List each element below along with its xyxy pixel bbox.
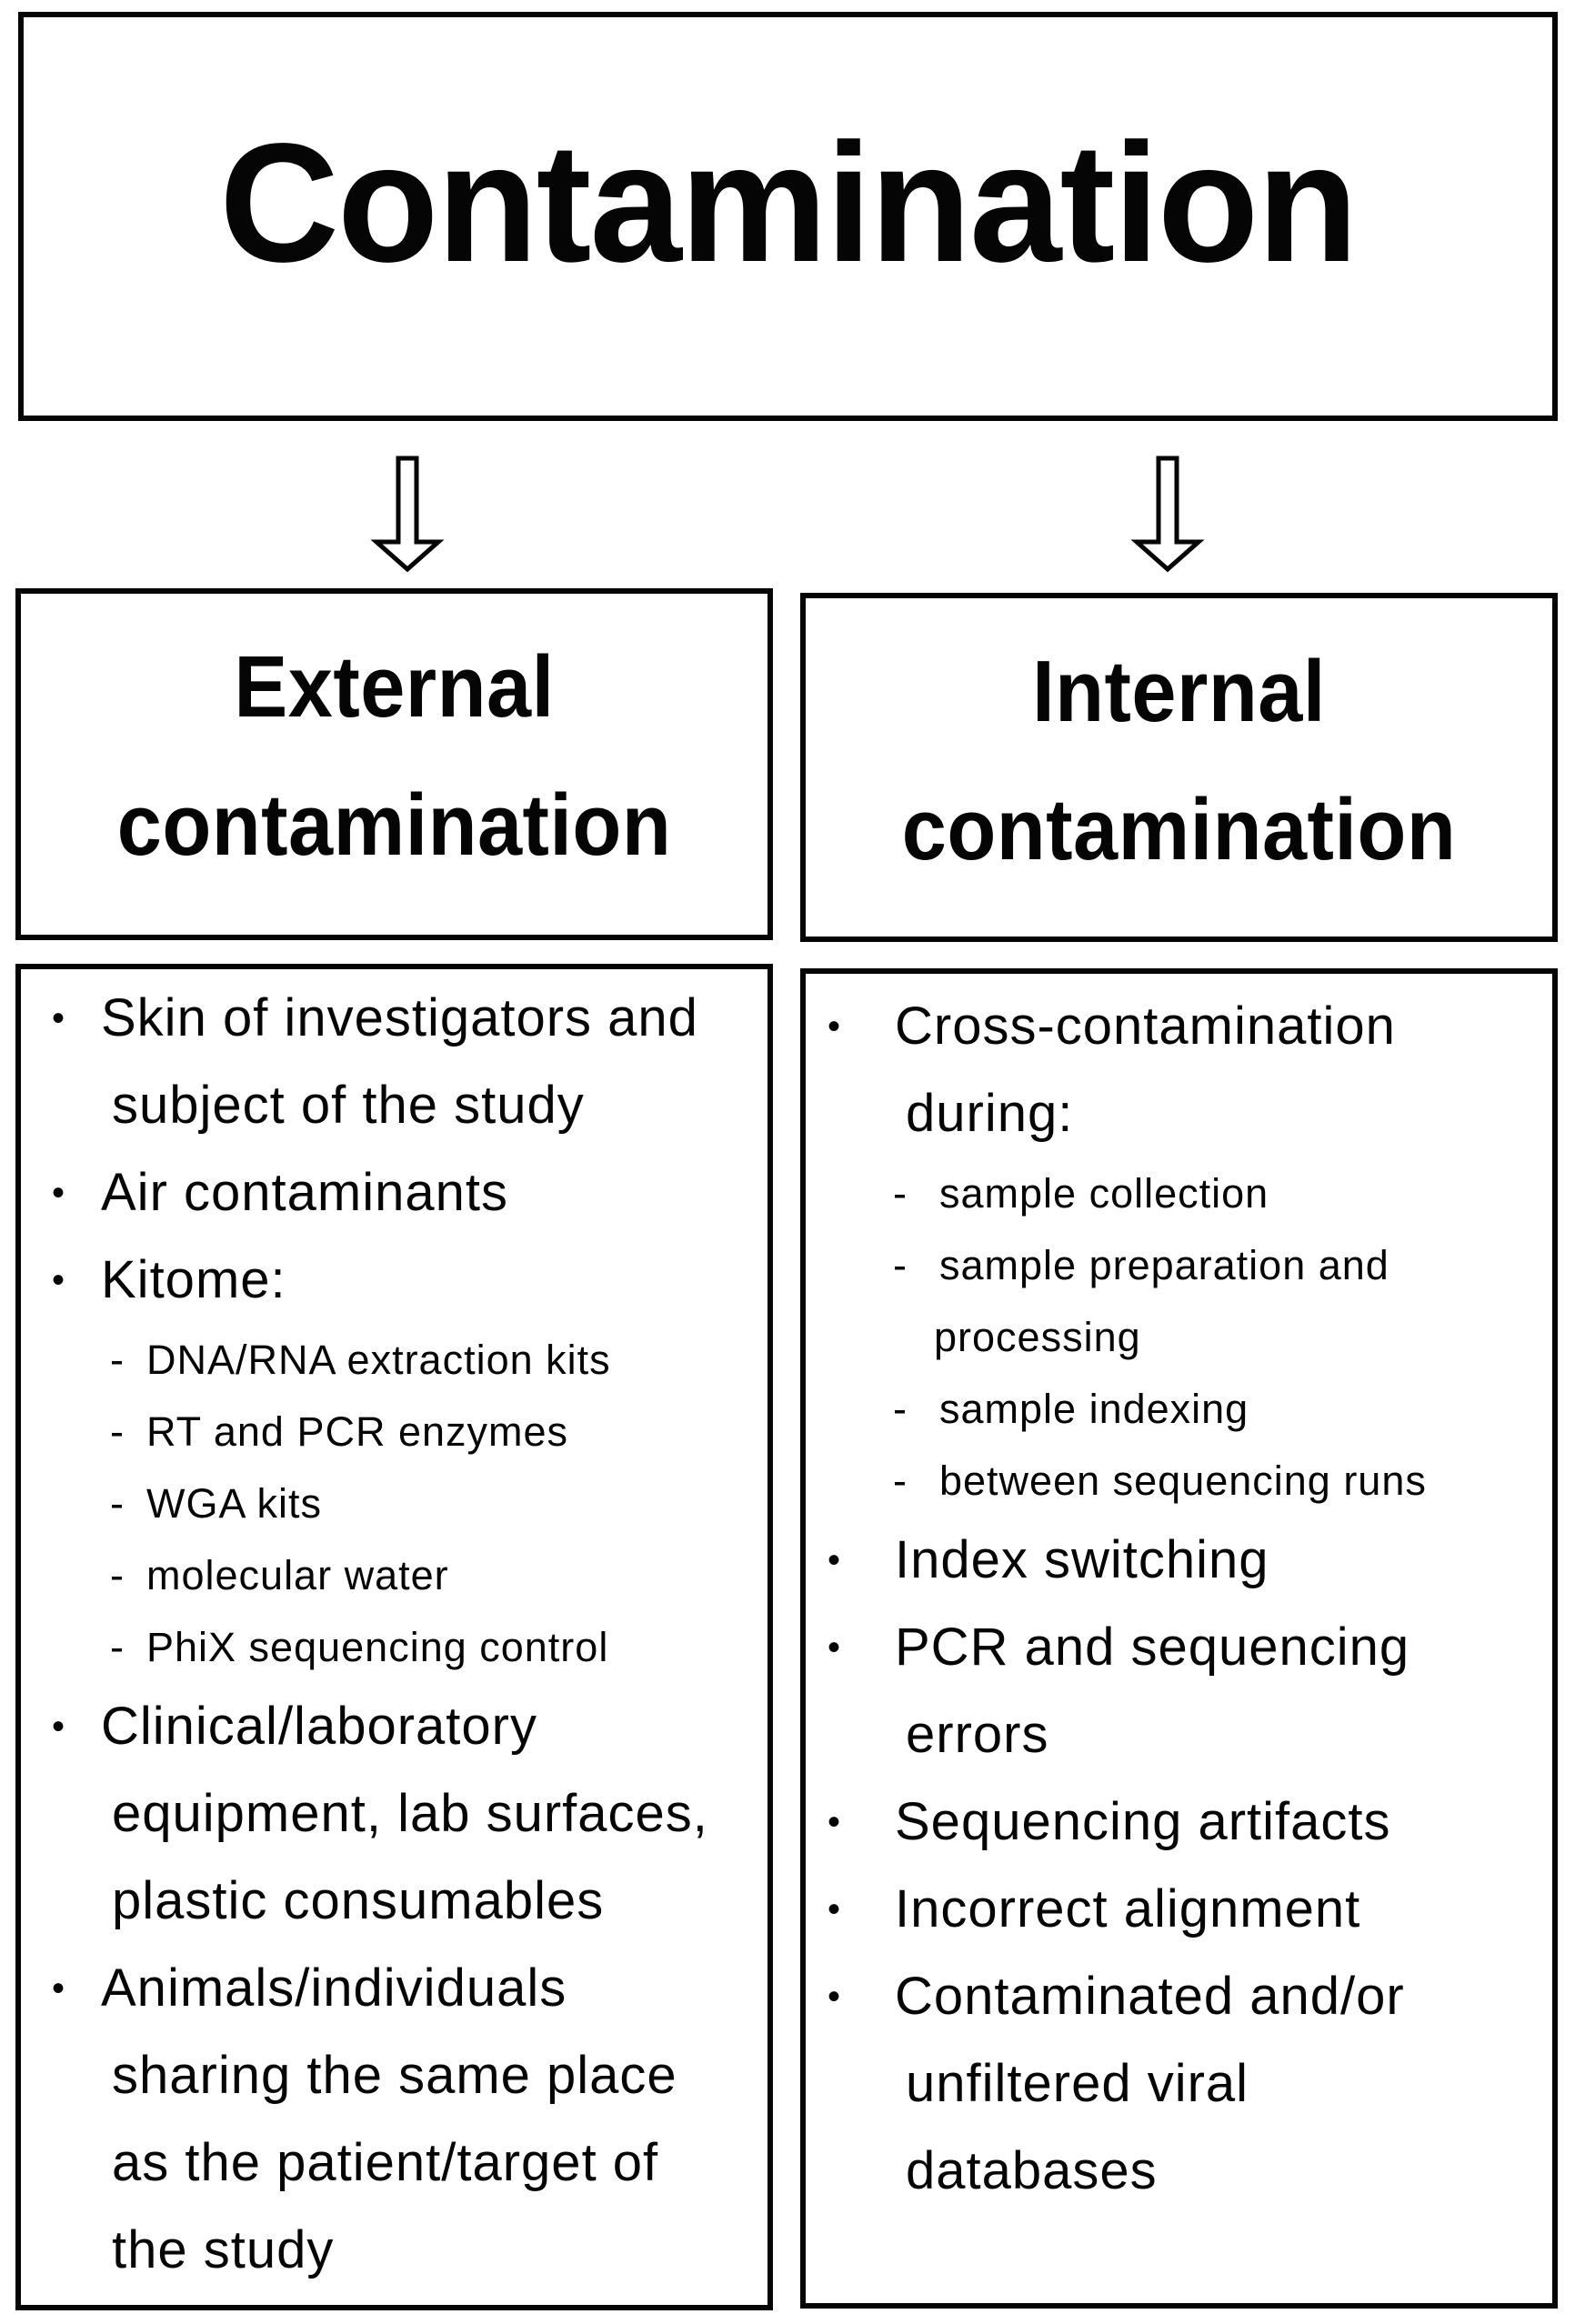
external-items: • Skin of investigators and subject of the…	[21, 975, 767, 2294]
bullet-icon: •	[52, 1707, 66, 1747]
dash-icon: -	[893, 1386, 908, 1432]
external-sources-list: • Skin of investigators and subject of the…	[15, 964, 773, 2310]
sub-list-item-text: processing	[934, 1314, 1141, 1360]
internal-heading-line2: contamination	[901, 781, 1457, 878]
list-item-text: errors	[906, 1705, 1049, 1764]
list-item-text: equipment, lab surfaces,	[112, 1784, 708, 1843]
list-item-text: Sequencing artifacts	[895, 1792, 1391, 1851]
sub-list-item-text: sample collection	[939, 1170, 1269, 1217]
bullet-icon: •	[828, 1540, 842, 1580]
list-item-text: subject of the study	[112, 1076, 585, 1135]
bullet-icon: •	[52, 998, 66, 1038]
list-item-text: sharing the same place	[112, 2046, 677, 2105]
list-item-text: Contaminated and/or	[895, 1967, 1405, 2026]
dash-icon: -	[893, 1170, 908, 1217]
list-item: • Index switching	[806, 1517, 1552, 1604]
internal-contamination-header: Internal contamination	[800, 593, 1558, 942]
sub-list-item-text: PhiX sequencing control	[146, 1624, 609, 1670]
list-item-text: plastic consumables	[112, 1871, 605, 1930]
dash-icon: -	[110, 1624, 125, 1670]
list-item: • Skin of investigators and subject of the…	[21, 975, 767, 1149]
arrow-down-outline-icon	[370, 456, 445, 573]
external-heading-line2: contamination	[116, 776, 672, 874]
bullet-icon: •	[52, 1173, 66, 1213]
diagram-title: Contamination	[219, 109, 1358, 297]
bullet-icon: •	[828, 1889, 842, 1929]
sub-list-item-text: between sequencing runs	[939, 1458, 1427, 1504]
list-item-text: Cross-contamination	[895, 997, 1396, 1056]
sub-list-item-text: sample preparation and	[939, 1242, 1389, 1288]
external-contamination-header: External contamination	[15, 588, 773, 940]
bullet-icon: •	[828, 1628, 842, 1668]
list-item-text: PCR and sequencing	[895, 1618, 1410, 1677]
bullet-icon: •	[828, 1977, 842, 2017]
internal-heading-line1: Internal	[1032, 643, 1326, 740]
list-item-text: unfiltered viral	[906, 2054, 1249, 2113]
bullet-icon: •	[828, 1802, 842, 1842]
list-item-text: Kitome:	[101, 1250, 286, 1309]
sub-list-item-text: molecular water	[146, 1552, 449, 1598]
list-item-text: during:	[906, 1084, 1074, 1143]
list-item-text: the study	[112, 2220, 335, 2279]
list-item: • Contaminated and/or unfiltered viral data…	[806, 1953, 1552, 2215]
list-item: • Kitome:	[21, 1237, 767, 1324]
sub-list-item-text: sample indexing	[939, 1386, 1249, 1432]
list-item-text: as the patient/target of	[112, 2133, 659, 2192]
sub-list-item: -between sequencing runs	[806, 1445, 1552, 1517]
list-item: • Sequencing artifacts	[806, 1778, 1552, 1866]
list-item-text: databases	[906, 2141, 1158, 2200]
sub-list-item: -sample indexing	[806, 1373, 1552, 1445]
title-box: Contamination	[18, 12, 1558, 421]
list-item-text: Index switching	[895, 1530, 1269, 1589]
sub-list-item: -RT and PCR enzymes	[21, 1396, 767, 1468]
bullet-icon: •	[52, 1260, 66, 1300]
dash-icon: -	[893, 1458, 908, 1504]
list-item: • Incorrect alignment	[806, 1866, 1552, 1953]
list-item-text: Animals/individuals	[101, 1958, 567, 2018]
list-item-text: Air contaminants	[101, 1163, 508, 1222]
sub-list-item: -WGA kits	[21, 1468, 767, 1539]
bullet-icon: •	[828, 1007, 842, 1047]
sub-list-item-text: RT and PCR enzymes	[146, 1408, 569, 1455]
sub-list-item: -PhiX sequencing control	[21, 1611, 767, 1683]
list-item: • PCR and sequencing errors	[806, 1604, 1552, 1778]
dash-icon: -	[110, 1408, 125, 1455]
dash-icon: -	[110, 1552, 125, 1598]
sub-list-item: -DNA/RNA extraction kits	[21, 1324, 767, 1396]
list-item-text: Incorrect alignment	[895, 1879, 1361, 1938]
sub-list-item: -sample preparation and	[806, 1229, 1552, 1301]
sub-list-item: -sample collection	[806, 1157, 1552, 1229]
list-item: • Air contaminants	[21, 1149, 767, 1237]
external-heading-line1: External	[234, 638, 555, 736]
dash-icon: -	[110, 1337, 125, 1383]
dash-icon: -	[893, 1242, 908, 1288]
list-item: • Cross-contamination during:	[806, 983, 1552, 1157]
dash-icon: -	[110, 1480, 125, 1527]
list-item-text: Clinical/laboratory	[101, 1697, 537, 1756]
arrow-down-outline-icon	[1130, 456, 1205, 573]
sub-list-item: processing	[806, 1301, 1552, 1373]
sub-list-item-text: WGA kits	[146, 1480, 323, 1527]
list-item: • Clinical/laboratory equipment, lab surfa…	[21, 1683, 767, 1945]
bullet-icon: •	[52, 1968, 66, 2008]
list-item: • Animals/individuals sharing the same pla…	[21, 1945, 767, 2294]
sub-list-item: -molecular water	[21, 1539, 767, 1611]
list-item-text: Skin of investigators and	[101, 988, 698, 1047]
sub-list-item-text: DNA/RNA extraction kits	[146, 1337, 611, 1383]
